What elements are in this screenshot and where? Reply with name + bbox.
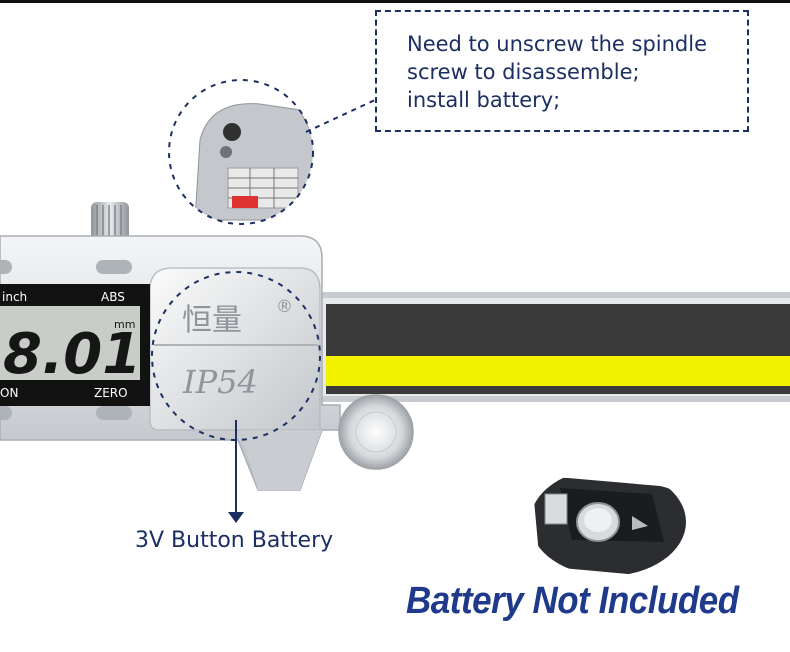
battery-cover-photo bbox=[530, 468, 686, 576]
arrow-down-icon bbox=[228, 512, 244, 523]
lcd-reading: 8.01 bbox=[3, 322, 141, 387]
on-button-label: ON bbox=[0, 386, 18, 400]
zoom-detail bbox=[169, 80, 313, 224]
registered-mark: ® bbox=[276, 297, 293, 317]
callout-line-2: screw to disassemble; bbox=[407, 60, 640, 84]
callout-leader bbox=[305, 99, 376, 133]
front-plate bbox=[149, 267, 321, 431]
ip54-rating: IP54 bbox=[182, 363, 258, 401]
thumb-wheel bbox=[338, 394, 414, 470]
lcd-unit-mm: mm bbox=[114, 318, 135, 331]
brand-logo: 恒量 bbox=[182, 303, 242, 338]
top-edge-line bbox=[0, 0, 790, 3]
abs-label: ABS bbox=[101, 290, 125, 304]
locking-screw-knob bbox=[91, 202, 129, 242]
unit-inch-label: inch bbox=[2, 290, 27, 304]
zero-button-label: ZERO bbox=[94, 386, 128, 400]
callout-line-1: Need to unscrew the spindle bbox=[407, 32, 707, 56]
battery-not-included-banner: Battery Not Included bbox=[406, 580, 739, 622]
disassembly-callout: Need to unscrew the spindle screw to dis… bbox=[375, 10, 749, 132]
dark-strip bbox=[326, 304, 790, 356]
lcd-screen bbox=[0, 306, 140, 380]
spindle-screw-icon bbox=[223, 123, 241, 141]
callout-line-3: install battery; bbox=[407, 88, 561, 112]
yellow-strip bbox=[326, 356, 790, 386]
battery-type-label: 3V Button Battery bbox=[135, 528, 334, 553]
battery-dashed-circle bbox=[151, 271, 321, 441]
zoom-dashed-circle bbox=[168, 79, 314, 225]
